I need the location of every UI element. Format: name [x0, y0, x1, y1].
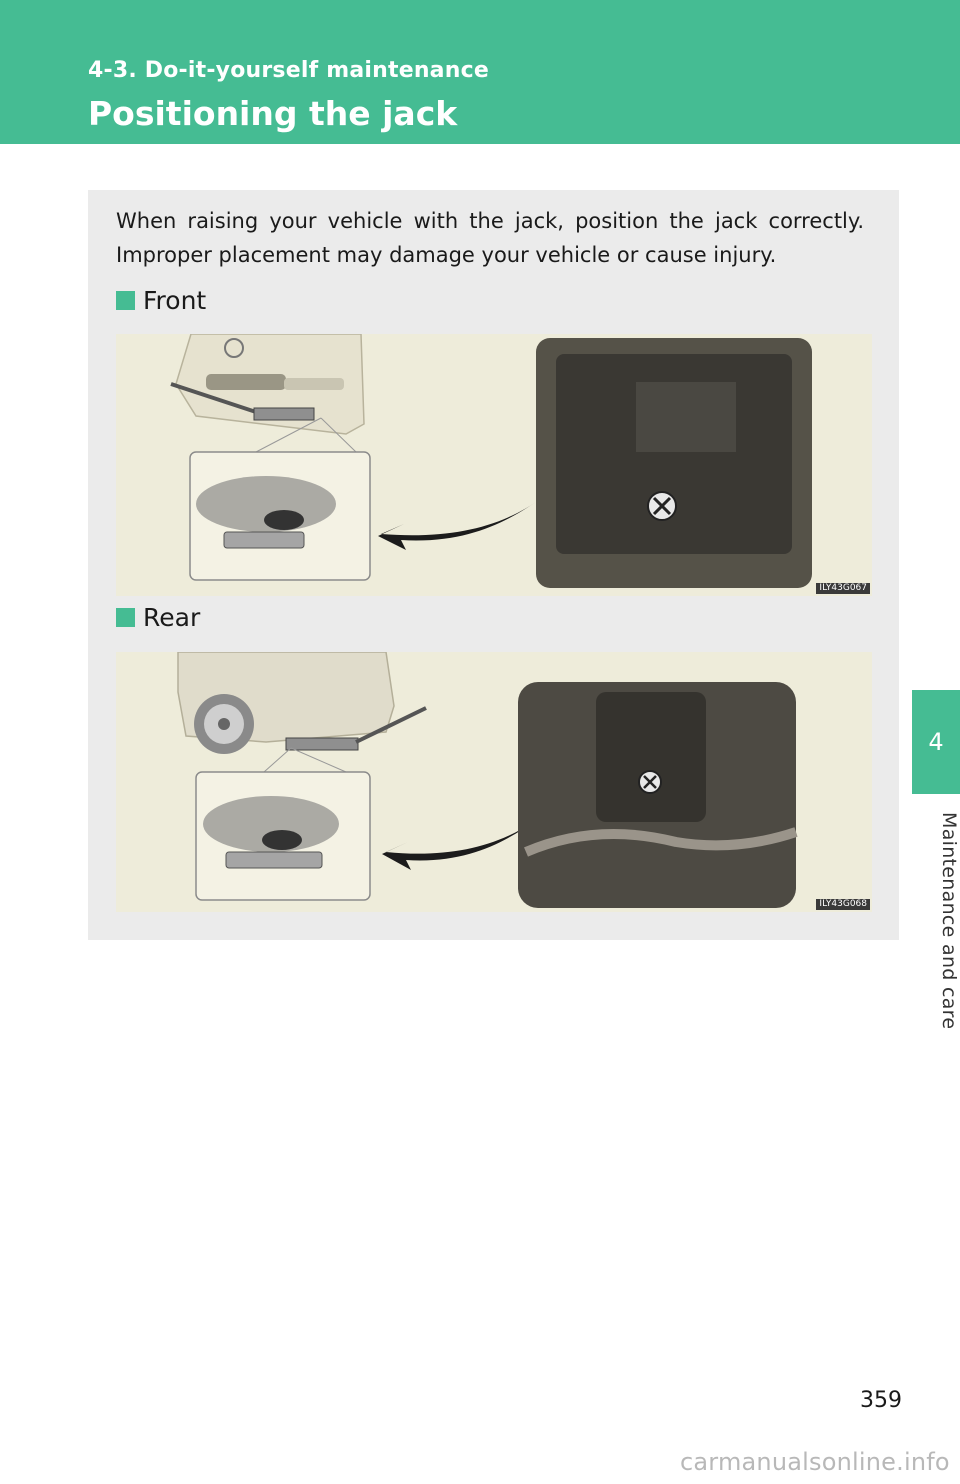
rear-heading: Rear	[116, 603, 200, 632]
square-bullet-icon	[116, 608, 135, 627]
square-bullet-icon	[116, 291, 135, 310]
watermark: carmanualsonline.info	[680, 1448, 950, 1476]
rear-jack-illustration: ILY43G068	[116, 652, 872, 912]
chapter-number: 4	[928, 728, 944, 756]
rear-heading-label: Rear	[143, 603, 201, 632]
intro-text: When raising your vehicle with the jack,…	[116, 209, 864, 267]
section-label: 4-3. Do-it-yourself maintenance	[88, 58, 489, 83]
front-heading-label: Front	[143, 286, 207, 315]
rear-figure-code: ILY43G068	[816, 899, 870, 910]
chapter-tab[interactable]: 4	[912, 690, 960, 794]
front-jack-drawing	[170, 334, 812, 588]
front-jack-illustration: ILY43G067	[116, 334, 872, 596]
page-number: 359	[860, 1388, 902, 1413]
chapter-tab-label: Maintenance and care	[938, 812, 960, 1030]
front-heading: Front	[116, 286, 206, 315]
page-title: Positioning the jack	[88, 94, 458, 133]
front-figure-code: ILY43G067	[816, 583, 870, 594]
chapter-header: 4-3. Do-it-yourself maintenance Position…	[0, 0, 960, 144]
content-panel: When raising your vehicle with the jack,…	[88, 190, 899, 940]
rear-jack-drawing	[177, 652, 798, 908]
